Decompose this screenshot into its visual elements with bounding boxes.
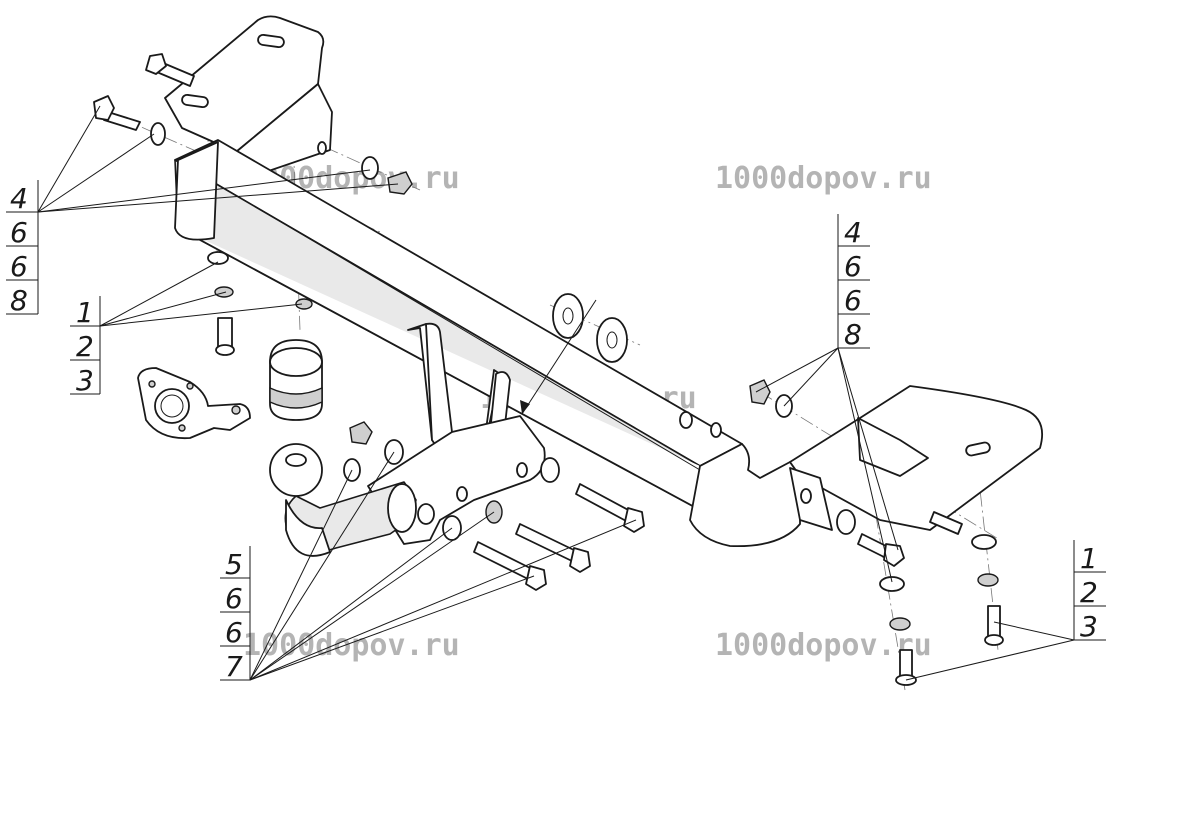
callout-left-bottom-4: 7 <box>225 650 243 683</box>
right-mounting-bracket <box>689 385 1044 548</box>
callout-right-bottom-3: 3 <box>1080 610 1098 643</box>
leader-lines <box>37 105 1075 681</box>
callout-left-top-4: 8 <box>10 284 28 317</box>
callout-left-bottom-1: 5 <box>225 548 243 581</box>
bolt-hitch-1 <box>575 483 645 533</box>
ball-cap <box>269 339 323 421</box>
watermark-2: 1000dopov.ru <box>715 161 932 196</box>
callout-left-bottom-3: 6 <box>225 616 243 649</box>
callout-right-top-3: 6 <box>844 284 862 317</box>
callout-left-bottom-2: 6 <box>225 582 243 615</box>
callout-right-bottom-1: 1 <box>1080 542 1098 575</box>
callout-left-top: 4 6 6 8 <box>6 180 39 317</box>
callout-left-bottom: 5 6 6 7 <box>220 546 251 683</box>
callout-left-mid-2: 2 <box>76 330 94 363</box>
bolt-upper-left-1 <box>145 53 195 87</box>
callout-left-top-2: 6 <box>10 216 28 249</box>
callout-right-top-1: 4 <box>844 216 862 249</box>
bolt-upper-left-2 <box>93 95 141 131</box>
bolt-hitch-2 <box>515 523 591 573</box>
callout-left-mid-1: 1 <box>76 296 94 329</box>
washers-nuts <box>150 122 999 631</box>
callout-left-mid: 1 2 3 <box>70 296 101 397</box>
callout-right-bottom-2: 2 <box>1080 576 1098 609</box>
bolt-right-lower-2 <box>984 605 1004 646</box>
callout-right-top: 4 6 6 8 <box>837 214 870 351</box>
callout-right-top-2: 6 <box>844 250 862 283</box>
callout-right-bottom: 1 2 3 <box>1073 540 1106 643</box>
tow-ball <box>269 443 417 557</box>
bolt-left-vertical <box>215 317 235 356</box>
callout-left-top-1: 4 <box>10 182 28 215</box>
watermark-4: 1000dopov.ru <box>243 628 460 663</box>
bolt-hitch-3 <box>473 541 547 591</box>
socket-bracket <box>137 367 251 440</box>
callout-right-top-4: 8 <box>844 318 862 351</box>
callout-left-top-3: 6 <box>10 250 28 283</box>
bolt-right-side <box>857 511 963 567</box>
callout-left-mid-3: 3 <box>76 364 94 397</box>
